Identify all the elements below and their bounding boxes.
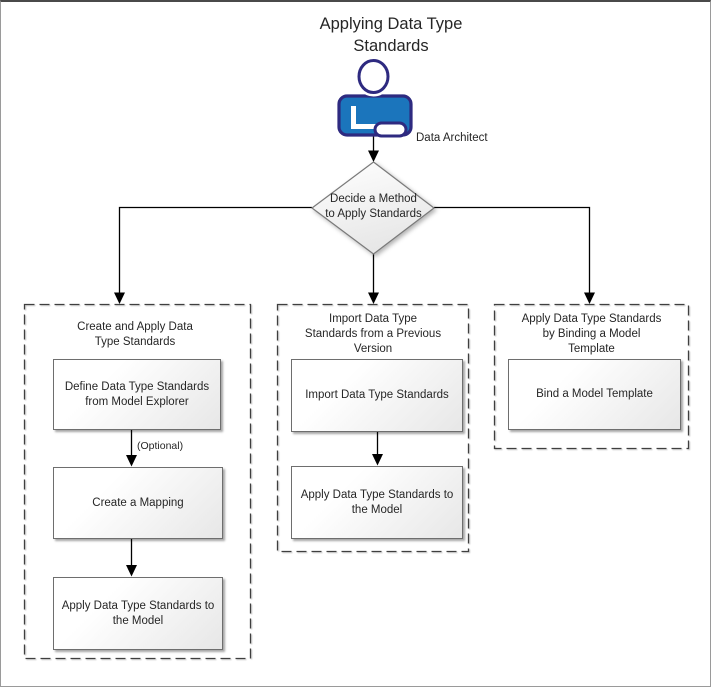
arrowhead [126, 455, 137, 467]
arrowhead [368, 292, 379, 304]
person-arm-line [351, 106, 378, 129]
data-architect-icon [337, 56, 413, 138]
decision-label: Decide a Method to Apply Standards [325, 193, 422, 220]
optional-note: (Optional) [137, 440, 184, 452]
person-hand [373, 121, 408, 138]
step-bind-a-model-template: Bind a Model Template [508, 359, 681, 430]
step-label: Import Data Type Standards [305, 389, 449, 401]
step-label: Bind a Model Template [536, 388, 653, 400]
arrowhead [368, 150, 379, 162]
step-label: Apply Data Type Standards to the Model [61, 599, 215, 627]
group-bind-template-header: Apply Data Type Standards by Binding a M… [521, 313, 662, 355]
step-define-data-type-standards: Define Data Type Standards from Model Ex… [53, 359, 221, 430]
arrowhead [372, 454, 383, 466]
group-import-outline [276, 303, 470, 553]
diagram-title: Applying Data Type Standards [319, 15, 463, 55]
step-apply-standards-left: Apply Data Type Standards to the Model [53, 577, 223, 650]
arrowhead [584, 292, 595, 304]
step-apply-standards-middle: Apply Data Type Standards to the Model [291, 466, 463, 539]
group-import-header: Import Data Type Standards from a Previo… [304, 313, 442, 355]
decision-diamond [310, 161, 435, 255]
group-create-apply-header: Create and Apply Data Type Standards [77, 321, 193, 348]
group-bind-template-outline [493, 303, 690, 450]
arrowhead [126, 565, 137, 577]
actor-label: Data Architect [416, 132, 488, 144]
step-label: Define Data Type Standards from Model Ex… [64, 380, 210, 408]
connector-decision-to-right [434, 206, 591, 294]
step-label: Create a Mapping [92, 496, 184, 509]
step-label: Apply Data Type Standards to the Model [300, 488, 454, 516]
arrowhead [114, 292, 125, 304]
person-head [357, 59, 390, 94]
connector-decision-to-left [118, 206, 312, 294]
group-create-apply-outline [23, 303, 252, 660]
step-create-a-mapping: Create a Mapping [53, 467, 223, 539]
step-import-data-type-standards: Import Data Type Standards [291, 359, 463, 432]
